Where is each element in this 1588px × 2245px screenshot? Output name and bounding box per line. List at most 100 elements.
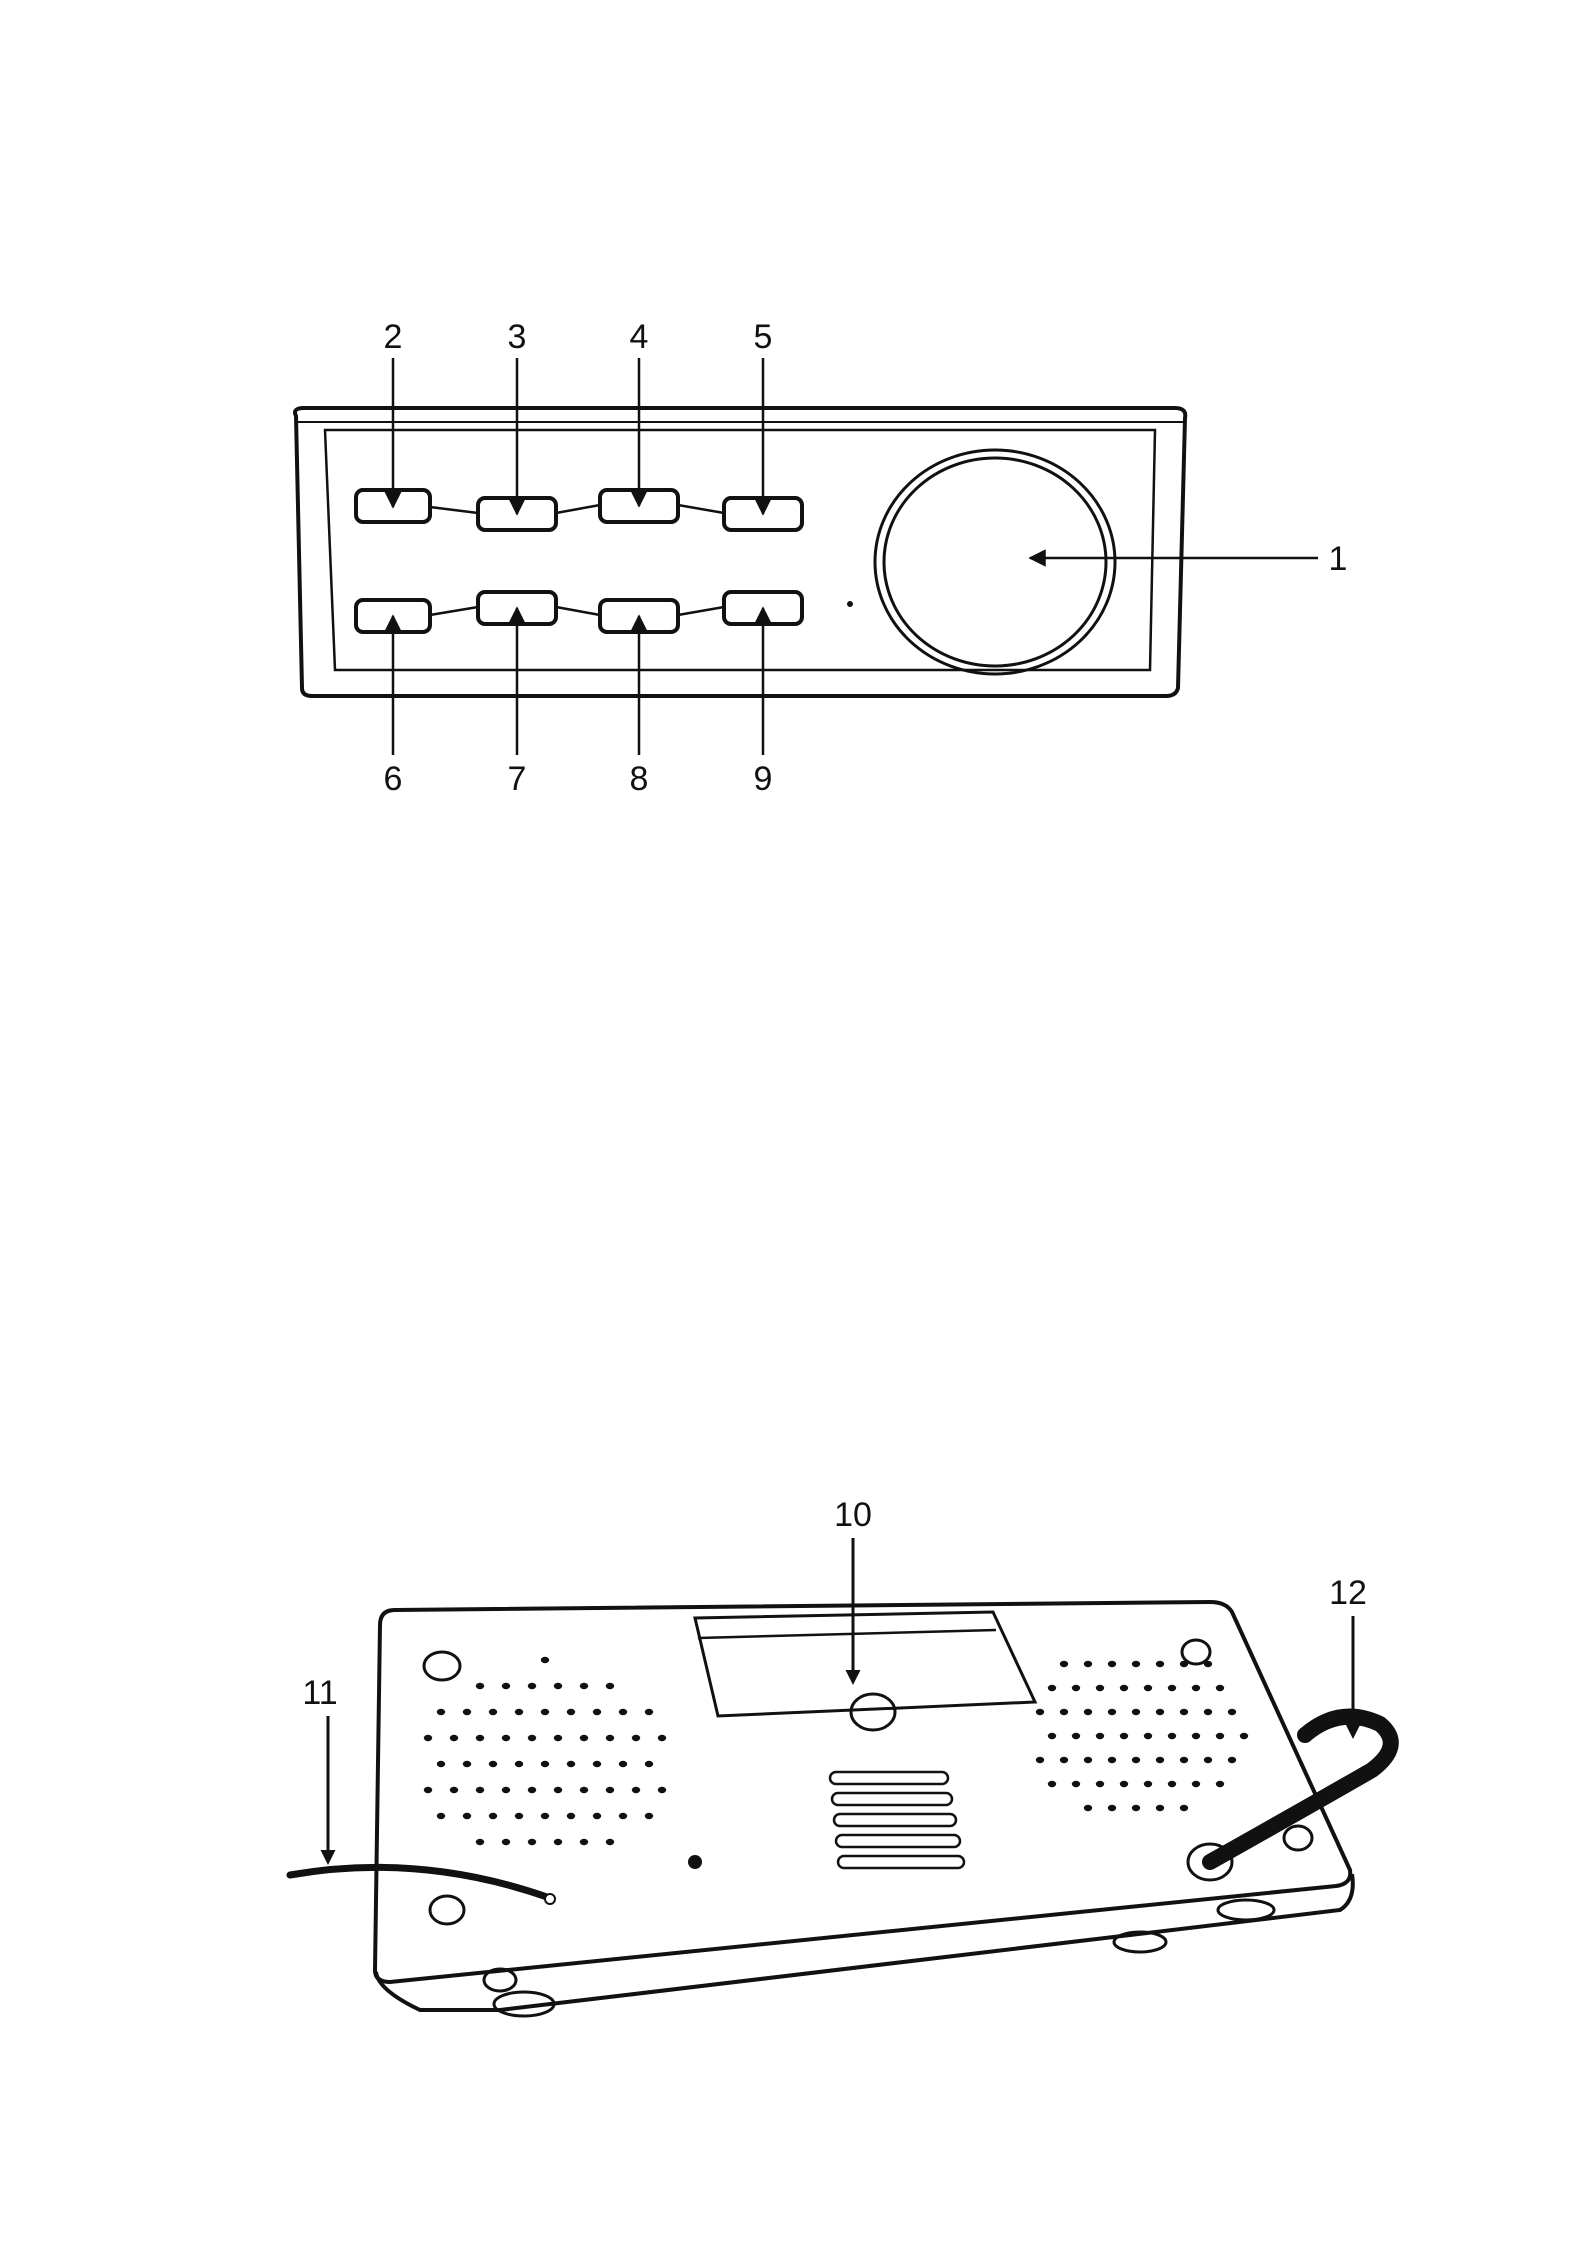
grille-hole [645,1761,653,1767]
grille-hole [463,1813,471,1819]
grille-hole [1072,1733,1080,1739]
grille-hole [1204,1661,1212,1667]
grille-hole [541,1761,549,1767]
grille-hole [1048,1733,1056,1739]
grille-hole [502,1787,510,1793]
top-callout-arrows [393,358,763,514]
grille-hole [1060,1709,1068,1715]
top-button-row [356,490,802,530]
grille-hole [1060,1757,1068,1763]
grille-hole [632,1787,640,1793]
grille-hole [554,1839,562,1845]
grille-hole [1216,1781,1224,1787]
grille-hole [1072,1685,1080,1691]
grille-hole [1084,1805,1092,1811]
grille-hole [502,1683,510,1689]
grille-hole [580,1735,588,1741]
grille-hole [528,1735,536,1741]
grille-hole [606,1735,614,1741]
grille-hole [463,1761,471,1767]
grille-hole [424,1735,432,1741]
grille-hole [1120,1733,1128,1739]
grille-hole [541,1709,549,1715]
bottom-view-figure: 10 11 12 [0,1490,1588,2050]
grille-hole [1096,1733,1104,1739]
grille-hole [1228,1709,1236,1715]
grille-hole [1180,1661,1188,1667]
grille-hole [593,1709,601,1715]
grille-hole [1120,1685,1128,1691]
grille-hole [645,1709,653,1715]
grille-hole [1180,1805,1188,1811]
grille-hole [1132,1661,1140,1667]
grille-hole [450,1787,458,1793]
grille-hole [1036,1709,1044,1715]
left-speaker-grille [424,1657,666,1845]
grille-hole [1168,1685,1176,1691]
callout-label-6: 6 [384,760,403,798]
callout-label-9: 9 [754,760,773,798]
grille-hole [580,1683,588,1689]
grille-hole [1120,1781,1128,1787]
grille-hole [476,1839,484,1845]
grille-hole [476,1787,484,1793]
grille-hole [1156,1709,1164,1715]
grille-hole [1204,1757,1212,1763]
grille-hole [1240,1733,1248,1739]
bottom-callout-arrows [393,608,763,755]
grille-hole [1180,1709,1188,1715]
grille-hole [437,1709,445,1715]
front-panel-figure: 1 2 3 4 5 6 7 8 9 [0,300,1588,820]
indicator-led [847,601,853,607]
grille-hole [1192,1733,1200,1739]
grille-hole [1156,1757,1164,1763]
grille-hole [567,1709,575,1715]
grille-hole [554,1735,562,1741]
grille-hole [632,1735,640,1741]
grille-hole [1048,1781,1056,1787]
grille-hole [424,1787,432,1793]
grille-hole [1192,1685,1200,1691]
grille-hole [1228,1757,1236,1763]
callout-label-11: 11 [302,1674,337,1712]
grille-hole [1180,1757,1188,1763]
volume-dial[interactable] [875,450,1115,674]
grille-hole [1108,1757,1116,1763]
callout-label-1: 1 [1329,540,1348,578]
grille-hole [554,1683,562,1689]
grille-hole [619,1813,627,1819]
grille-hole [658,1735,666,1741]
grille-hole [1036,1757,1044,1763]
grille-hole [1096,1685,1104,1691]
grille-hole [1216,1685,1224,1691]
grille-hole [1132,1805,1140,1811]
grille-hole [1048,1685,1056,1691]
reset-hole [688,1855,702,1869]
grille-hole [1108,1709,1116,1715]
grille-hole [502,1839,510,1845]
grille-hole [1072,1781,1080,1787]
grille-hole [593,1813,601,1819]
grille-hole [1192,1781,1200,1787]
grille-hole [437,1761,445,1767]
grille-hole [567,1761,575,1767]
callout-label-7: 7 [508,760,527,798]
grille-hole [567,1813,575,1819]
grille-hole [619,1709,627,1715]
grille-hole [1144,1685,1152,1691]
grille-hole [528,1839,536,1845]
grille-hole [1144,1733,1152,1739]
grille-hole [476,1683,484,1689]
grille-hole [515,1813,523,1819]
grille-hole [502,1735,510,1741]
callout-label-12: 12 [1329,1574,1367,1612]
grille-hole [515,1761,523,1767]
grille-hole [1084,1709,1092,1715]
grille-hole [645,1813,653,1819]
front-panel-diagram: 1 2 3 4 5 6 7 8 9 [0,300,1588,820]
grille-hole [1216,1733,1224,1739]
grille-hole [528,1787,536,1793]
grille-hole [437,1813,445,1819]
callout-label-4: 4 [630,318,649,356]
grille-hole [1084,1757,1092,1763]
